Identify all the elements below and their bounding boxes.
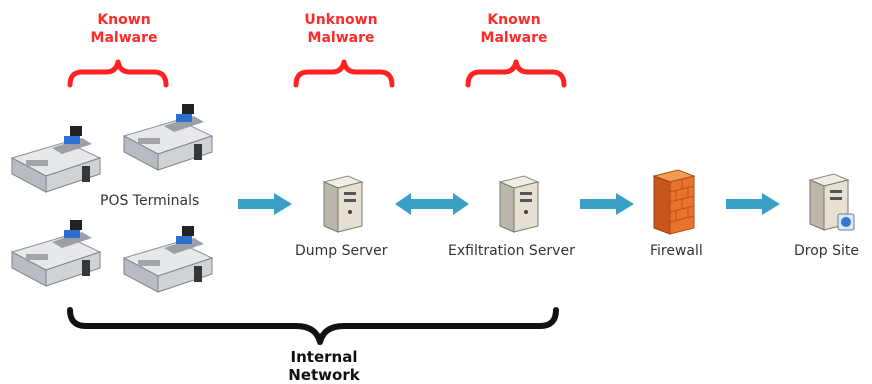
dump-malware-label: Unknown Malware [281,11,401,47]
arrow-right-icon [238,193,292,215]
double-arrow-icon [395,193,469,215]
internal-network-label: Internal Network [264,348,384,384]
exfil-malware-line2: Malware [480,30,548,46]
cash-register-icon [10,220,102,287]
pos-malware-line1: Known [97,12,151,28]
pos-malware-brace [67,59,169,88]
dump-malware-line2: Malware [307,30,375,46]
exfiltration-server-label: Exfiltration Server [448,243,575,259]
dump-malware-brace [293,59,395,88]
pos-malware-line2: Malware [90,30,158,46]
exfil-malware-label: Known Malware [454,11,574,47]
internal-network-line2: Network [288,366,360,384]
pos-malware-label: Known Malware [64,11,184,47]
pos-terminals-label: POS Terminals [100,193,200,209]
server-with-globe-icon [808,173,855,231]
internal-network-line1: Internal [290,348,358,366]
drop-site-label: Drop Site [794,243,860,259]
arrow-right-icon [726,193,780,215]
server-tower-icon [322,175,364,233]
dump-malware-line1: Unknown [304,12,378,28]
exfil-malware-brace [465,59,567,88]
internal-network-brace [67,307,559,345]
cash-register-icon [122,104,214,171]
arrow-right-icon [580,193,634,215]
exfil-malware-line1: Known [487,12,541,28]
server-tower-icon [498,175,540,233]
cash-register-icon [122,226,214,293]
cash-register-icon [10,126,102,193]
firewall-label: Firewall [650,243,703,259]
dump-server-label: Dump Server [295,243,388,259]
brick-firewall-icon [652,169,696,235]
